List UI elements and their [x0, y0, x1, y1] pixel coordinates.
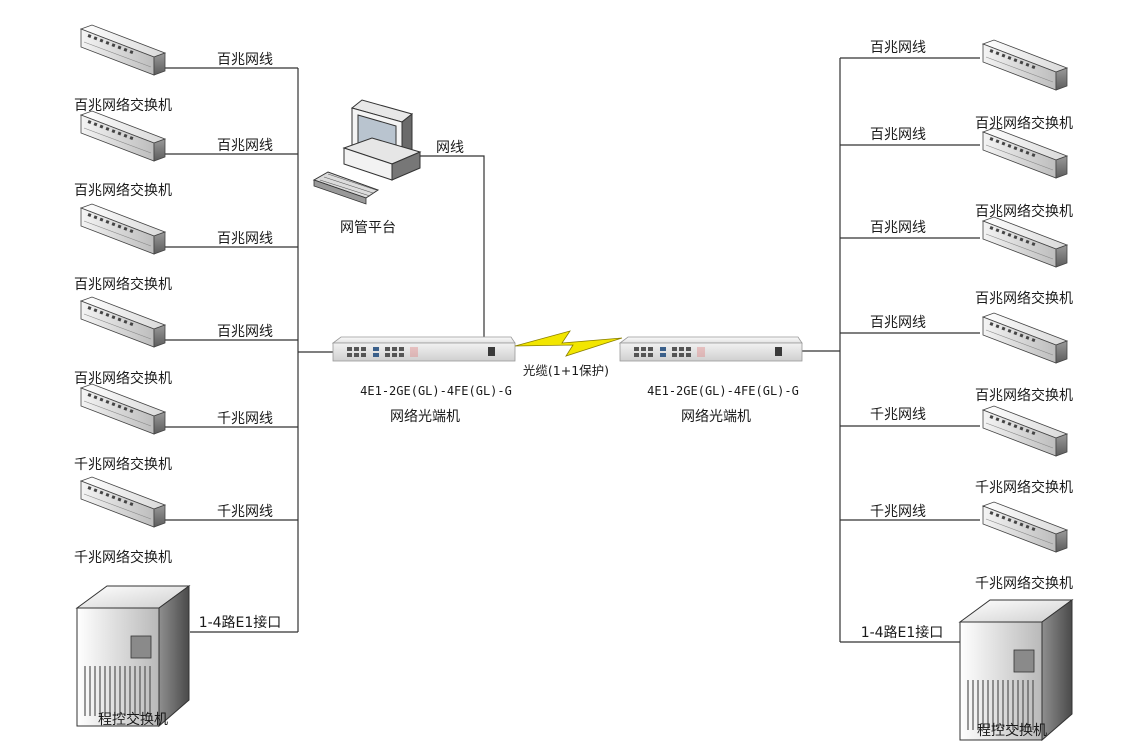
- server-icon: [76, 585, 190, 727]
- right-switch-6: 千兆网线 千兆网络交换机: [870, 501, 1073, 592]
- device-label: 百兆网络交换机: [74, 276, 172, 293]
- device-label: 网管平台: [340, 220, 396, 236]
- device-label: 百兆网络交换机: [975, 115, 1073, 132]
- device-label: 百兆网络交换机: [74, 97, 172, 114]
- switch-icon: [982, 312, 1068, 364]
- device-label: 百兆网络交换机: [975, 387, 1073, 404]
- lightning-bolt-icon: [514, 330, 623, 357]
- switch-icon: [982, 501, 1068, 553]
- right-switch-4: 百兆网线 百兆网络交换机: [870, 312, 1073, 404]
- left-switch-1: 百兆网线 百兆网络交换机: [74, 24, 273, 114]
- switch-icon: [80, 24, 166, 76]
- left-switch-4: 百兆网线 百兆网络交换机: [74, 296, 273, 387]
- right-wiring: [802, 57, 980, 643]
- cable-label: 百兆网线: [870, 315, 926, 331]
- computer-icon: [312, 99, 422, 205]
- cable-label: 网线: [436, 140, 464, 156]
- switch-icon: [80, 203, 166, 255]
- server-icon: [959, 599, 1073, 741]
- left-switch-5: 千兆网线 千兆网络交换机: [74, 383, 273, 473]
- device-label: 百兆网络交换机: [975, 290, 1073, 307]
- nms-platform: 网管平台 网线: [312, 99, 464, 236]
- right-switch-1: 百兆网线 百兆网络交换机: [870, 39, 1073, 132]
- switch-icon: [80, 296, 166, 348]
- cable-label: 千兆网线: [870, 504, 926, 520]
- switch-icon: [982, 39, 1068, 91]
- right-switch-2: 百兆网线 百兆网络交换机: [870, 127, 1073, 220]
- switch-icon: [80, 476, 166, 528]
- optical-terminal-icon: [619, 336, 803, 362]
- left-pbx: 1-4路E1接口 程控交换机: [76, 585, 282, 728]
- cable-label: 千兆网线: [217, 411, 273, 427]
- device-label: 网络光端机: [681, 409, 751, 425]
- left-wiring: [165, 67, 334, 633]
- device-label: 千兆网络交换机: [74, 549, 172, 566]
- device-label: 程控交换机: [977, 722, 1047, 739]
- switch-icon: [982, 127, 1068, 179]
- left-switch-6: 千兆网线 千兆网络交换机: [74, 476, 273, 566]
- device-label: 百兆网络交换机: [74, 182, 172, 199]
- cable-label: 百兆网线: [870, 127, 926, 143]
- right-switch-3: 百兆网线 百兆网络交换机: [870, 216, 1073, 307]
- left-switch-2: 百兆网线 百兆网络交换机: [74, 110, 273, 199]
- switch-icon: [982, 216, 1068, 268]
- device-label: 千兆网络交换机: [975, 479, 1073, 496]
- nms-wire: [420, 155, 485, 342]
- model-label: 4E1-2GE(GL)-4FE(GL)-G: [360, 384, 512, 398]
- cable-label: 百兆网线: [870, 220, 926, 236]
- device-label: 网络光端机: [390, 409, 460, 425]
- fiber-label: 光缆(1+1保护): [523, 363, 609, 378]
- device-label: 程控交换机: [98, 711, 168, 728]
- model-label: 4E1-2GE(GL)-4FE(GL)-G: [647, 384, 799, 398]
- cable-label: 百兆网线: [217, 52, 273, 68]
- left-optical-terminal: 4E1-2GE(GL)-4FE(GL)-G 网络光端机: [332, 336, 516, 425]
- fiber-link: 光缆(1+1保护): [514, 330, 623, 378]
- cable-label: 千兆网线: [870, 407, 926, 423]
- cable-label: 百兆网线: [217, 231, 273, 247]
- device-label: 千兆网络交换机: [74, 456, 172, 473]
- device-label: 百兆网络交换机: [74, 370, 172, 387]
- switch-icon: [80, 383, 166, 435]
- right-optical-terminal: 4E1-2GE(GL)-4FE(GL)-G 网络光端机: [619, 336, 803, 425]
- left-switch-3: 百兆网线 百兆网络交换机: [74, 203, 273, 293]
- switch-icon: [80, 110, 166, 162]
- right-pbx: 1-4路E1接口 程控交换机: [861, 599, 1073, 741]
- right-switch-5: 千兆网线 千兆网络交换机: [870, 405, 1073, 496]
- device-label: 千兆网络交换机: [975, 575, 1073, 592]
- cable-label: 千兆网线: [217, 504, 273, 520]
- cable-label: 百兆网线: [870, 40, 926, 56]
- cable-label: 百兆网线: [217, 324, 273, 340]
- cable-label: 1-4路E1接口: [199, 614, 282, 631]
- switch-icon: [982, 405, 1068, 457]
- cable-label: 1-4路E1接口: [861, 624, 944, 641]
- optical-terminal-icon: [332, 336, 516, 362]
- device-label: 百兆网络交换机: [975, 203, 1073, 220]
- cable-label: 百兆网线: [217, 138, 273, 154]
